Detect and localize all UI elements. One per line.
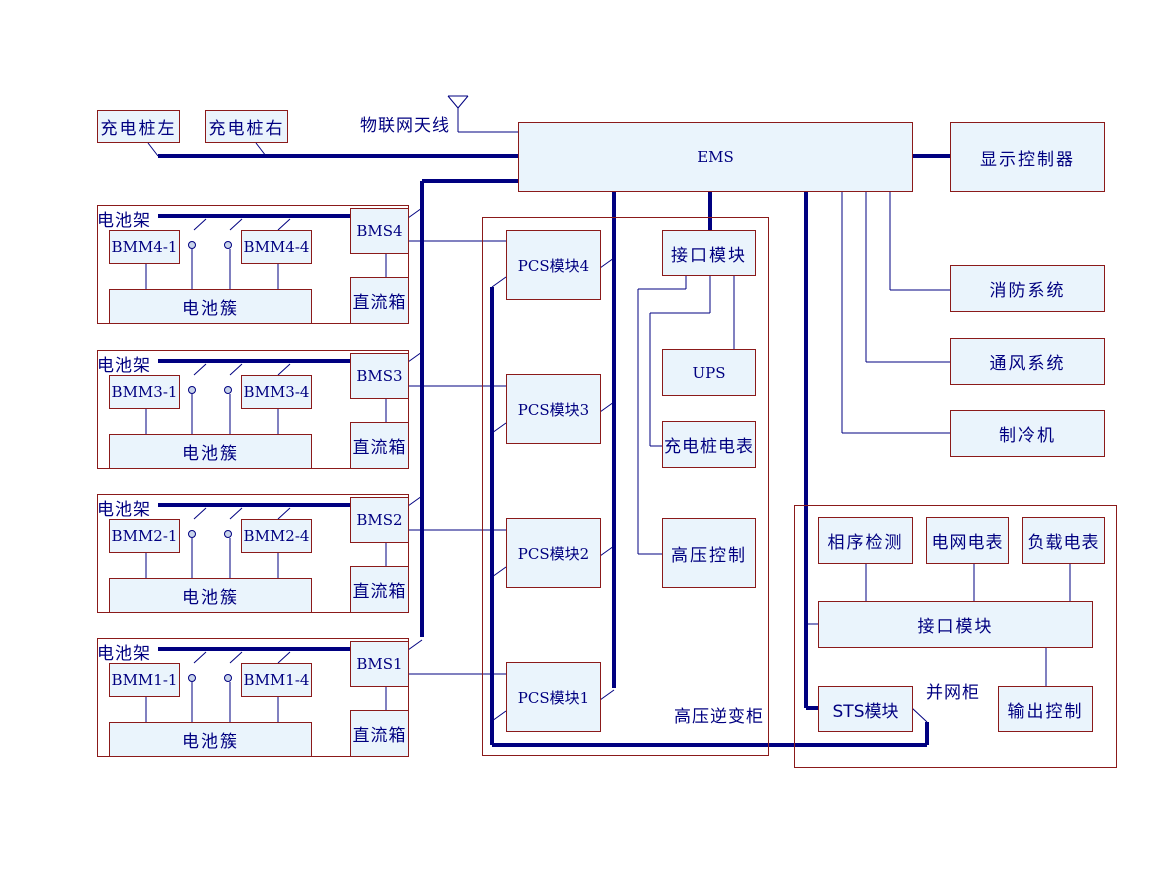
battery-cluster-box: 电池簇 [109,289,312,324]
module-connector-dot [188,530,196,538]
pcs-module-box: PCS模块3 [506,374,601,444]
module-connector-dot [224,530,232,538]
sts-module-box: STS模块 [818,686,913,732]
antenna-icon [447,95,469,109]
module-connector-dot [188,241,196,249]
dc-box: 直流箱 [350,710,409,757]
battery-cluster-box: 电池簇 [109,578,312,613]
bmm-left-box: BMM1-1 [109,663,180,697]
charger-right: 充电桩右 [205,110,288,143]
pcs-module-box: PCS模块4 [506,230,601,300]
bms-box: BMS2 [350,497,409,543]
inverter-interface-module-box: 接口模块 [662,230,756,276]
bmm-right-box: BMM2-4 [241,519,312,553]
main-bus-lines [158,154,950,747]
bms-box: BMS1 [350,641,409,687]
battery-rack-label: 电池架 [97,211,151,231]
battery-rack-label: 电池架 [97,356,151,376]
dc-box: 直流箱 [350,566,409,613]
battery-rack-label: 电池架 [97,500,151,520]
bmm-right-box: BMM4-4 [241,230,312,264]
bmm-right-box: BMM1-4 [241,663,312,697]
bms-box: BMS4 [350,208,409,254]
module-connector-dot [224,386,232,394]
grid-meter-box: 电网电表 [926,517,1009,564]
dc-box: 直流箱 [350,277,409,324]
bms-box: BMS3 [350,353,409,399]
antenna-label: 物联网天线 [360,116,450,136]
bmm-right-box: BMM3-4 [241,375,312,409]
grid-interface-module-box: 接口模块 [818,601,1093,648]
bmm-left-box: BMM4-1 [109,230,180,264]
ups-box: UPS [662,349,756,396]
battery-rack-label: 电池架 [97,644,151,664]
battery-cluster-box: 电池簇 [109,722,312,757]
grid-cabinet-label: 并网柜 [926,683,980,703]
bmm-left-box: BMM2-1 [109,519,180,553]
bmm-left-box: BMM3-1 [109,375,180,409]
display-controller-box: 显示控制器 [950,122,1105,192]
ventilation-box: 通风系统 [950,338,1105,385]
signal-lines [147,108,1071,723]
phase-detection-box: 相序检测 [818,517,913,564]
module-connector-dot [188,386,196,394]
pcs-module-box: PCS模块1 [506,662,601,732]
load-meter-box: 负载电表 [1022,517,1105,564]
charger-left: 充电桩左 [97,110,180,143]
battery-cluster-box: 电池簇 [109,434,312,469]
module-connector-dot [188,674,196,682]
inverter-cabinet-label: 高压逆变柜 [674,707,764,727]
chiller-box: 制冷机 [950,410,1105,457]
fire-protection-box: 消防系统 [950,265,1105,312]
hv-control-box: 高压控制 [662,518,756,588]
charger-meter-box: 充电桩电表 [662,421,756,468]
pcs-module-box: PCS模块2 [506,518,601,588]
output-control-box: 输出控制 [998,686,1093,732]
inverter-cabinet-frame [482,217,769,756]
grid-cabinet-frame [794,505,1117,768]
module-connector-dot [224,241,232,249]
ems-box: EMS [518,122,913,192]
dc-box: 直流箱 [350,422,409,469]
module-connector-dot [224,674,232,682]
